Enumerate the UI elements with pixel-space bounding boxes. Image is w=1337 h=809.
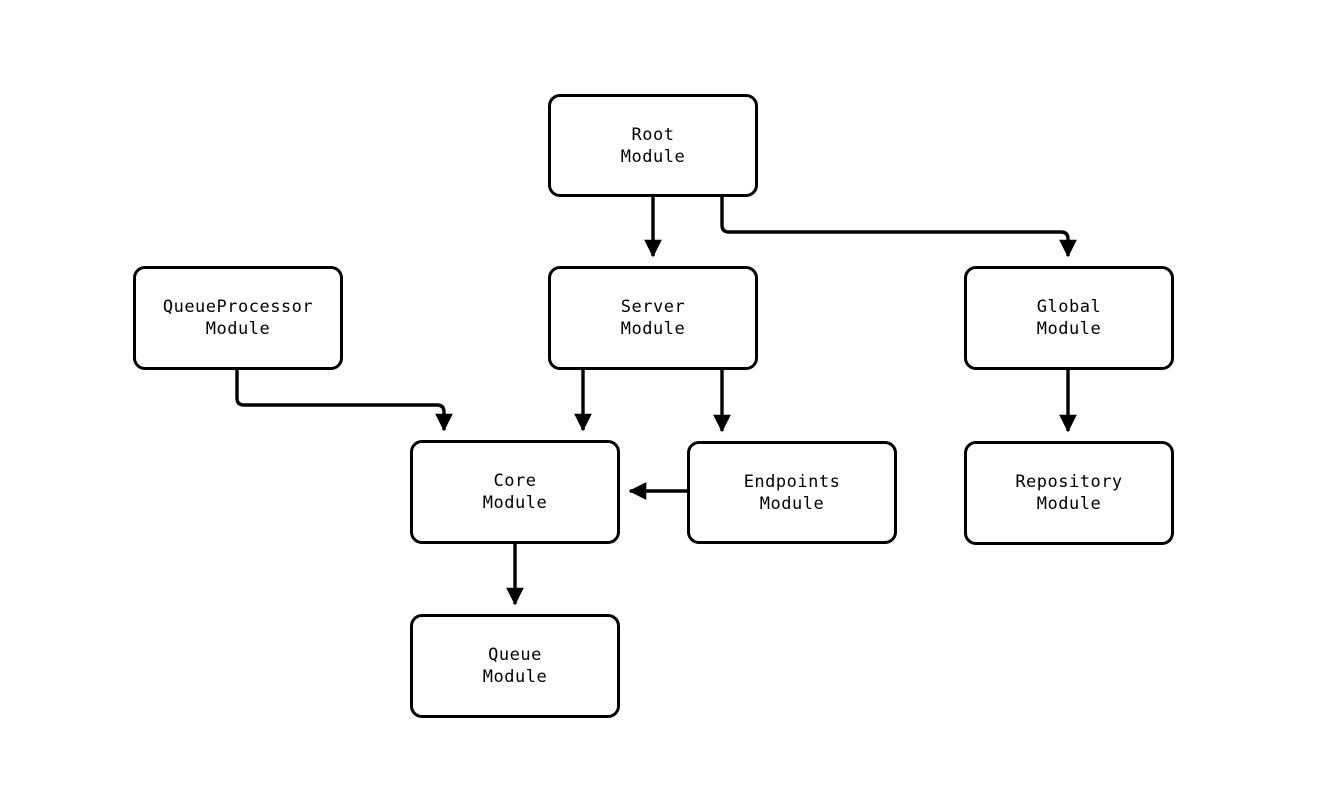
node-repository[interactable]: Repository Module — [964, 441, 1174, 545]
node-root-title: Root — [631, 124, 675, 145]
node-core-title: Core — [493, 471, 537, 491]
edge-queueprocessor-to-core — [235, 370, 453, 432]
node-global[interactable]: Global Module — [964, 266, 1174, 370]
node-queue-subtitle: Module — [482, 667, 548, 687]
node-queue-title: Queue — [488, 645, 542, 665]
node-core[interactable]: Core Module — [410, 440, 620, 544]
node-endpoints-title: Endpoints — [743, 471, 841, 492]
node-global-subtitle: Module — [1036, 319, 1102, 339]
node-repository-title: Repository — [1015, 472, 1123, 492]
node-endpoints-subtitle: Module — [759, 493, 825, 514]
node-global-title: Global — [1036, 297, 1102, 317]
node-endpoints[interactable]: Endpoints Module — [687, 441, 897, 544]
node-root[interactable]: Root Module — [548, 94, 758, 197]
node-queue[interactable]: Queue Module — [410, 614, 620, 718]
node-queueprocessor[interactable]: QueueProcessor Module — [133, 266, 343, 370]
node-queueprocessor-subtitle: Module — [205, 319, 271, 339]
node-server[interactable]: Server Module — [548, 266, 758, 370]
node-repository-subtitle: Module — [1036, 494, 1102, 514]
node-core-subtitle: Module — [482, 493, 548, 513]
node-queueprocessor-title: QueueProcessor — [162, 297, 314, 317]
node-server-subtitle: Module — [620, 319, 686, 339]
edge-root-to-global — [720, 197, 1077, 258]
node-root-subtitle: Module — [620, 146, 686, 167]
node-server-title: Server — [620, 297, 686, 317]
